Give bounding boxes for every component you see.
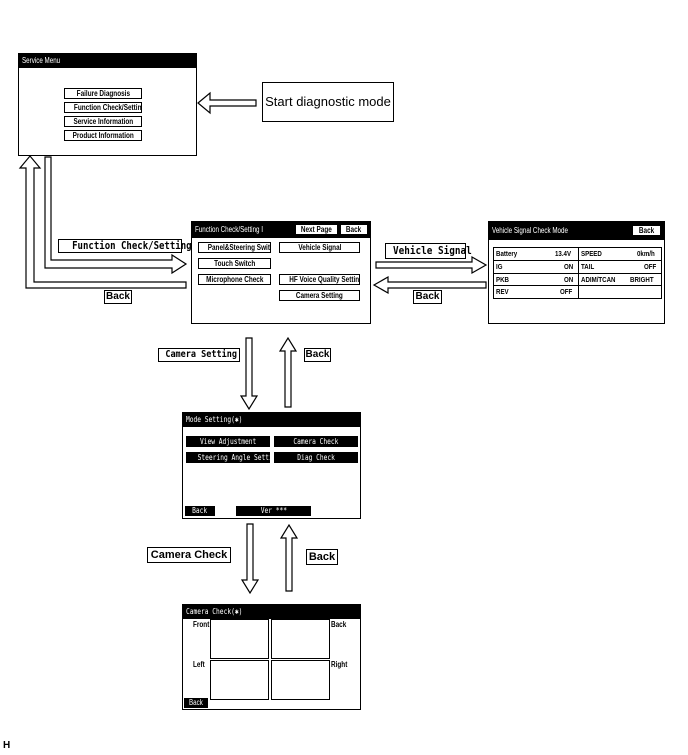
start-diagnostic-mode-box: Start diagnostic mode xyxy=(262,82,394,122)
vehicle-signal-button[interactable]: Vehicle Signal xyxy=(279,242,360,253)
failure-diagnosis-button[interactable]: Failure Diagnosis xyxy=(64,88,142,99)
table-row-value: BRIGHT xyxy=(630,275,654,284)
function-check-back-button[interactable]: Back xyxy=(340,224,368,235)
camera-setting-flow-label: Camera Setting xyxy=(158,348,240,362)
mode-setting-screen: Mode Setting(✱) View Adjustment Camera C… xyxy=(182,412,361,519)
table-row-label: ADIM/TCAN xyxy=(581,275,616,284)
table-row-label: IG xyxy=(496,262,503,271)
table-divider xyxy=(494,285,661,286)
table-divider xyxy=(494,273,661,274)
start-diagnostic-mode-label: Start diagnostic mode xyxy=(265,94,391,109)
service-menu-title: Service Menu xyxy=(19,54,196,68)
next-page-button[interactable]: Next Page xyxy=(295,224,338,235)
mode-setting-title: Mode Setting(✱) xyxy=(183,413,360,427)
table-row-value: OFF xyxy=(644,262,657,271)
table-row-value: ON xyxy=(563,262,573,271)
vehicle-signal-table: Battery 13.4V SPEED 0km/h IG ON TAIL OFF… xyxy=(493,247,662,299)
service-menu-screen: Service Menu Failure Diagnosis Function … xyxy=(18,53,197,156)
vehicle-signal-screen: Vehicle Signal Check Mode Back Battery 1… xyxy=(488,221,665,324)
corner-letter: H xyxy=(3,740,11,751)
left-label: Left xyxy=(193,660,205,669)
left-camera-view xyxy=(210,660,269,700)
service-information-button[interactable]: Service Information xyxy=(64,116,142,127)
table-row-label: SPEED xyxy=(581,249,602,258)
arrow-start-to-service-menu xyxy=(197,91,257,115)
camera-check-button[interactable]: Camera Check xyxy=(274,436,358,447)
front-camera-view xyxy=(210,619,269,659)
vehicle-signal-back-button[interactable]: Back xyxy=(632,225,661,236)
product-information-button[interactable]: Product Information xyxy=(64,130,142,141)
camera-check-title: Camera Check(✱) xyxy=(183,605,360,619)
table-row-label: Battery xyxy=(496,249,518,258)
version-label: Ver *** xyxy=(236,506,311,516)
table-row-value: ON xyxy=(563,275,573,284)
table-row-value: 0km/h xyxy=(637,249,656,258)
camera-check-flow-label: Camera Check xyxy=(147,547,231,563)
mode-setting-back-button[interactable]: Back xyxy=(185,506,215,516)
panel-steering-switch-button[interactable]: Panel&Steering Switch xyxy=(198,242,271,253)
arrow-function-to-mode xyxy=(239,337,259,411)
back-camera-view xyxy=(271,619,330,659)
function-check-setting-button[interactable]: Function Check/Setting xyxy=(64,102,142,113)
back-view-label: Back xyxy=(331,620,347,629)
vehicle-signal-flow-label: Vehicle Signal xyxy=(385,243,472,259)
microphone-check-button[interactable]: Microphone Check xyxy=(198,274,271,285)
touch-switch-button[interactable]: Touch Switch xyxy=(198,258,271,269)
camera-check-back-button[interactable]: Back xyxy=(184,698,208,708)
table-row-value: OFF xyxy=(560,287,573,296)
back-flow-label-left: Back xyxy=(104,290,132,304)
back-flow-label-right: Back xyxy=(413,290,442,304)
front-label: Front xyxy=(193,620,210,629)
steering-angle-setting-button[interactable]: Steering Angle Setting xyxy=(186,452,270,463)
right-label: Right xyxy=(331,660,348,669)
table-row-value: 13.4V xyxy=(555,249,572,258)
function-check-screen: Function Check/Setting Ⅰ Next Page Back … xyxy=(191,221,371,324)
camera-setting-button[interactable]: Camera Setting xyxy=(279,290,360,301)
camera-check-screen: Camera Check(✱) Front Back Left Right Ba… xyxy=(182,604,361,710)
right-camera-view xyxy=(271,660,330,700)
function-check-setting-flow-label: Function Check/Setting xyxy=(58,239,192,253)
arrow-service-to-function xyxy=(44,156,188,275)
arrow-function-to-vehicle xyxy=(375,255,488,275)
back-flow-label-bottom: Back xyxy=(306,549,338,565)
table-row-label: PKB xyxy=(496,275,509,284)
vehicle-signal-title: Vehicle Signal Check Mode xyxy=(489,222,664,240)
arrow-function-back-to-service xyxy=(18,155,187,289)
arrow-vehicle-back-to-function xyxy=(372,275,487,295)
arrow-mode-to-camera xyxy=(240,523,260,595)
table-row-label: REV xyxy=(496,287,509,296)
diag-check-button[interactable]: Diag Check xyxy=(274,452,358,463)
table-divider xyxy=(494,260,661,261)
arrow-camera-back-to-mode xyxy=(279,523,299,592)
arrow-mode-back-to-function xyxy=(278,336,298,408)
hf-voice-quality-setting-button[interactable]: HF Voice Quality Setting xyxy=(279,274,360,285)
back-flow-label-mid: Back xyxy=(304,348,331,362)
view-adjustment-button[interactable]: View Adjustment xyxy=(186,436,270,447)
table-row-label: TAIL xyxy=(581,262,595,271)
